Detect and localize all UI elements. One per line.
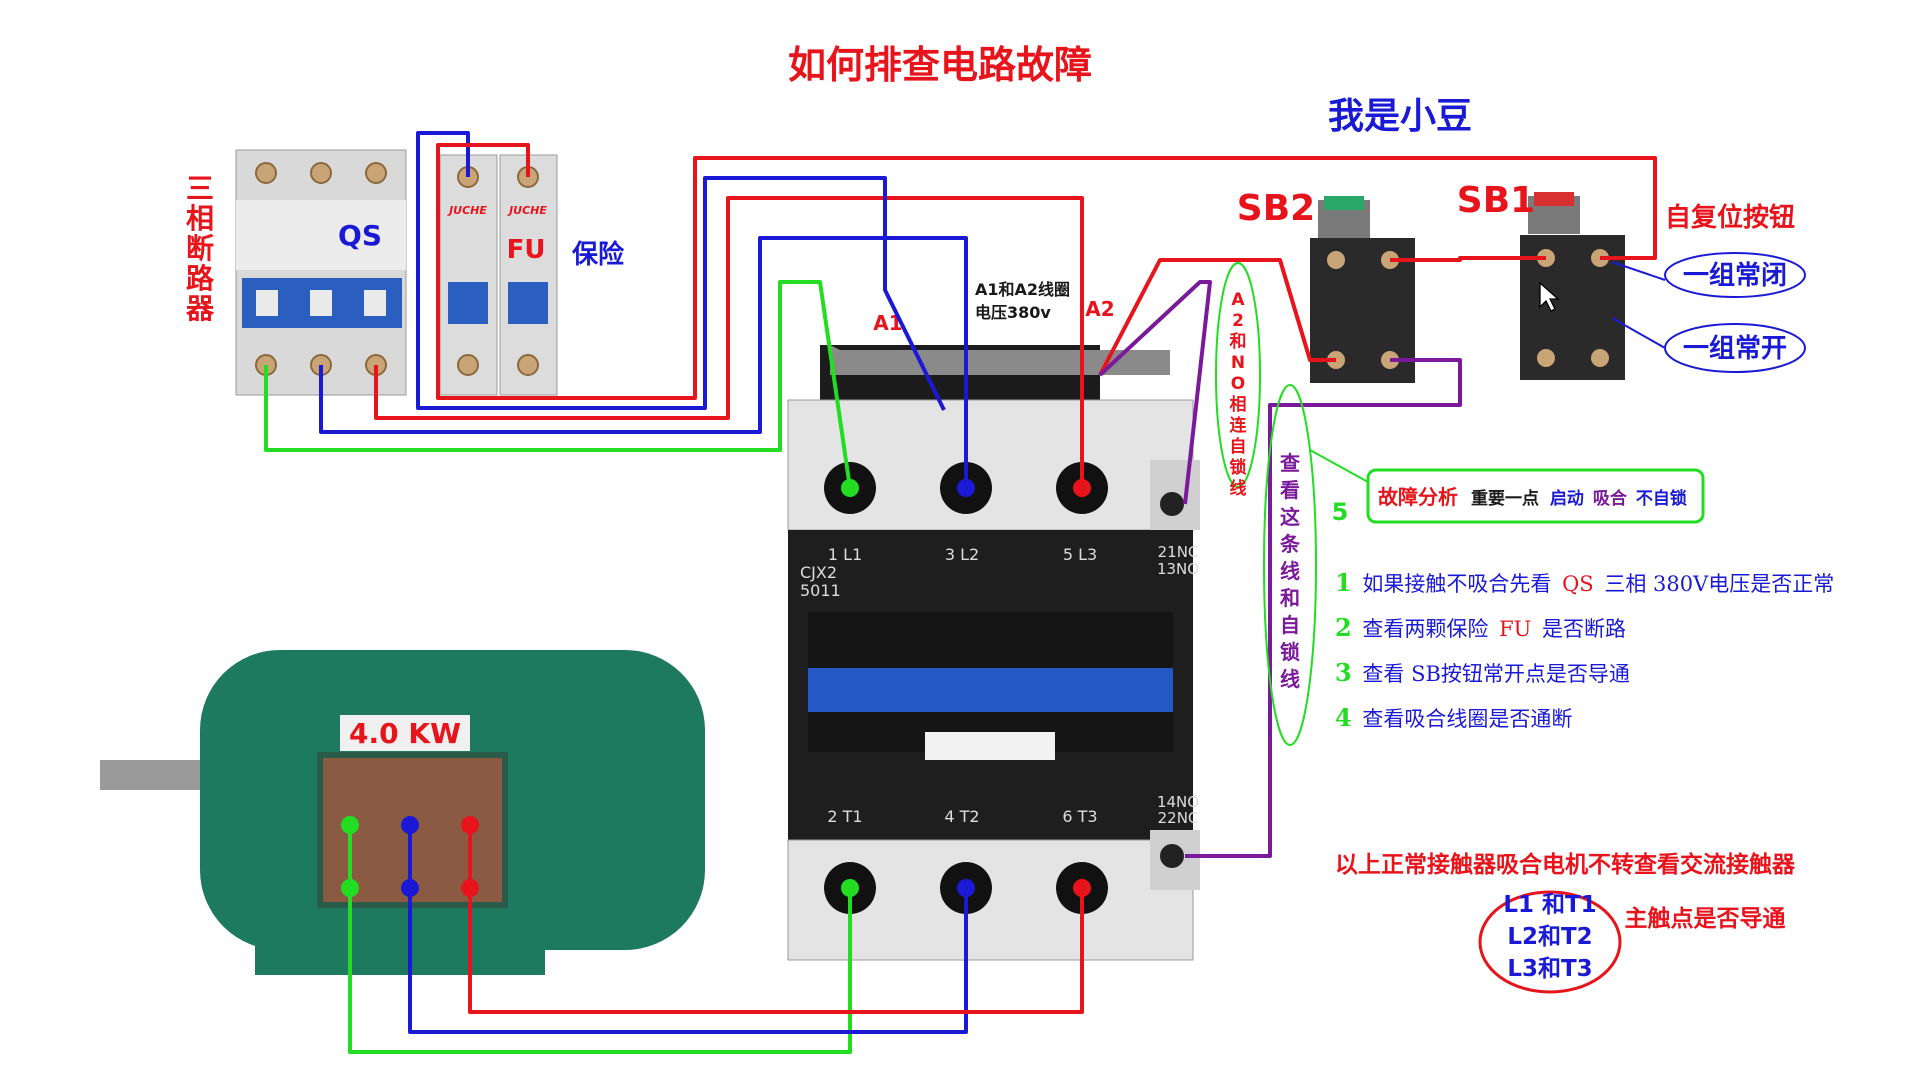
a2-label: A2 — [1085, 297, 1114, 321]
terminal-l2: 3 L2 — [945, 545, 979, 564]
check-line-callout — [1263, 384, 1317, 746]
button-sb2 — [1310, 196, 1415, 383]
button-sb1 — [1520, 192, 1625, 380]
motor-power-plate — [340, 715, 470, 751]
wire-selflock-purple — [1098, 280, 1212, 505]
dot-l1 — [841, 479, 859, 497]
terminal-22nc: 22NC — [1158, 809, 1199, 827]
dot-t3 — [1073, 879, 1091, 897]
terminal-t3: 6 T3 — [1062, 807, 1097, 826]
qs-label: QS — [338, 219, 382, 252]
terminal-21nc: 21NC — [1158, 543, 1199, 561]
pairs-callout — [1478, 890, 1622, 994]
check-item: 1 如果接触不吸合先看 QS 三相 380V电压是否正常 — [1335, 568, 1834, 597]
author-label: 我是小豆 — [1328, 96, 1472, 137]
wire-a2-red — [1098, 258, 1336, 376]
breaker-vertical-label: 三相断路器 — [185, 172, 215, 325]
contactor-model-1: CJX2 — [800, 563, 837, 582]
wire-t2-blue — [408, 825, 968, 1034]
coil-voltage-label-2: 电压380v — [975, 303, 1051, 322]
terminal-l3: 5 L3 — [1063, 545, 1097, 564]
terminal-t2: 4 T2 — [944, 807, 979, 826]
no-group-label: 一组常开 — [1683, 333, 1787, 364]
analysis-box — [1366, 468, 1705, 524]
wire-l1-green — [264, 280, 852, 489]
dot-t1 — [841, 879, 859, 897]
check-line-vertical-label: 查看这条线和自锁线 — [1280, 451, 1301, 691]
no-pointer — [1611, 317, 1666, 349]
wire-t1-green — [348, 825, 852, 1054]
check-item: 2 查看两颗保险 FU 是否断路 — [1335, 613, 1626, 642]
check-item: 4 查看吸合线圈是否通断 — [1335, 703, 1572, 732]
nc-pointer — [1611, 261, 1666, 281]
bottom-note: 以上正常接触器吸合电机不转查看交流接触器 — [1335, 851, 1796, 878]
fuse-fu — [439, 154, 558, 396]
nc-group-callout — [1664, 252, 1806, 298]
self-lock-callout — [1215, 262, 1261, 488]
diagram-title: 如何排查电路故障 — [788, 43, 1092, 87]
analysis-text: 故障分析 重要一点 启动 吸合 不自锁 — [1378, 485, 1687, 509]
wire-no-purple — [1185, 358, 1462, 858]
sb2-label: SB2 — [1237, 188, 1315, 229]
dot-l2 — [957, 479, 975, 497]
circuit-breaker-qs — [235, 149, 407, 396]
fuse-label: 保险 — [571, 239, 625, 270]
dot-t2 — [957, 879, 975, 897]
wires — [264, 131, 1657, 1054]
wire-t3-red — [468, 825, 1084, 1014]
check-list: 1 如果接触不吸合先看 QS 三相 380V电压是否正常 2 查看两颗保险 FU… — [1335, 568, 1834, 732]
sb1-label: SB1 — [1457, 180, 1535, 221]
pair-l3-t3: L3和T3 — [1507, 956, 1592, 982]
nc-group-label: 一组常闭 — [1683, 260, 1787, 291]
coil-voltage-label-1: A1和A2线圈 — [975, 280, 1070, 299]
motor-power-label: 4.0 KW — [349, 717, 461, 750]
analysis-pointer — [1309, 449, 1369, 483]
mouse-cursor-icon — [1539, 281, 1560, 312]
dot-l3 — [1073, 479, 1091, 497]
pairs-note: 主触点是否导通 — [1625, 905, 1786, 932]
wire-l3-red — [374, 196, 1084, 488]
wire-fu2-red — [436, 143, 1657, 400]
self-reset-button-label: 自复位按钮 — [1665, 202, 1795, 233]
pair-l2-t2: L2和T2 — [1507, 924, 1592, 950]
terminal-13no: 13NO — [1157, 560, 1199, 578]
check-item: 3 查看 SB按钮常开点是否导通 — [1335, 658, 1630, 687]
analysis-number: 5 — [1332, 498, 1349, 526]
wire-sb-link-red — [1390, 256, 1546, 262]
motor — [100, 650, 705, 975]
terminal-t1: 2 T1 — [827, 807, 862, 826]
ac-contactor — [787, 345, 1200, 961]
wire-fu1-blue — [416, 131, 946, 411]
fu-label: FU — [507, 235, 546, 265]
terminal-14no: 14NO — [1157, 793, 1199, 811]
fuse-brand-2: JUCHE — [507, 204, 547, 217]
fuse-brand-1: JUCHE — [447, 204, 487, 217]
terminal-l1: 1 L1 — [828, 545, 862, 564]
pair-l1-t1: L1 和T1 — [1503, 892, 1596, 918]
contactor-model-2: 5011 — [800, 581, 841, 600]
wire-l2-blue — [319, 236, 968, 488]
